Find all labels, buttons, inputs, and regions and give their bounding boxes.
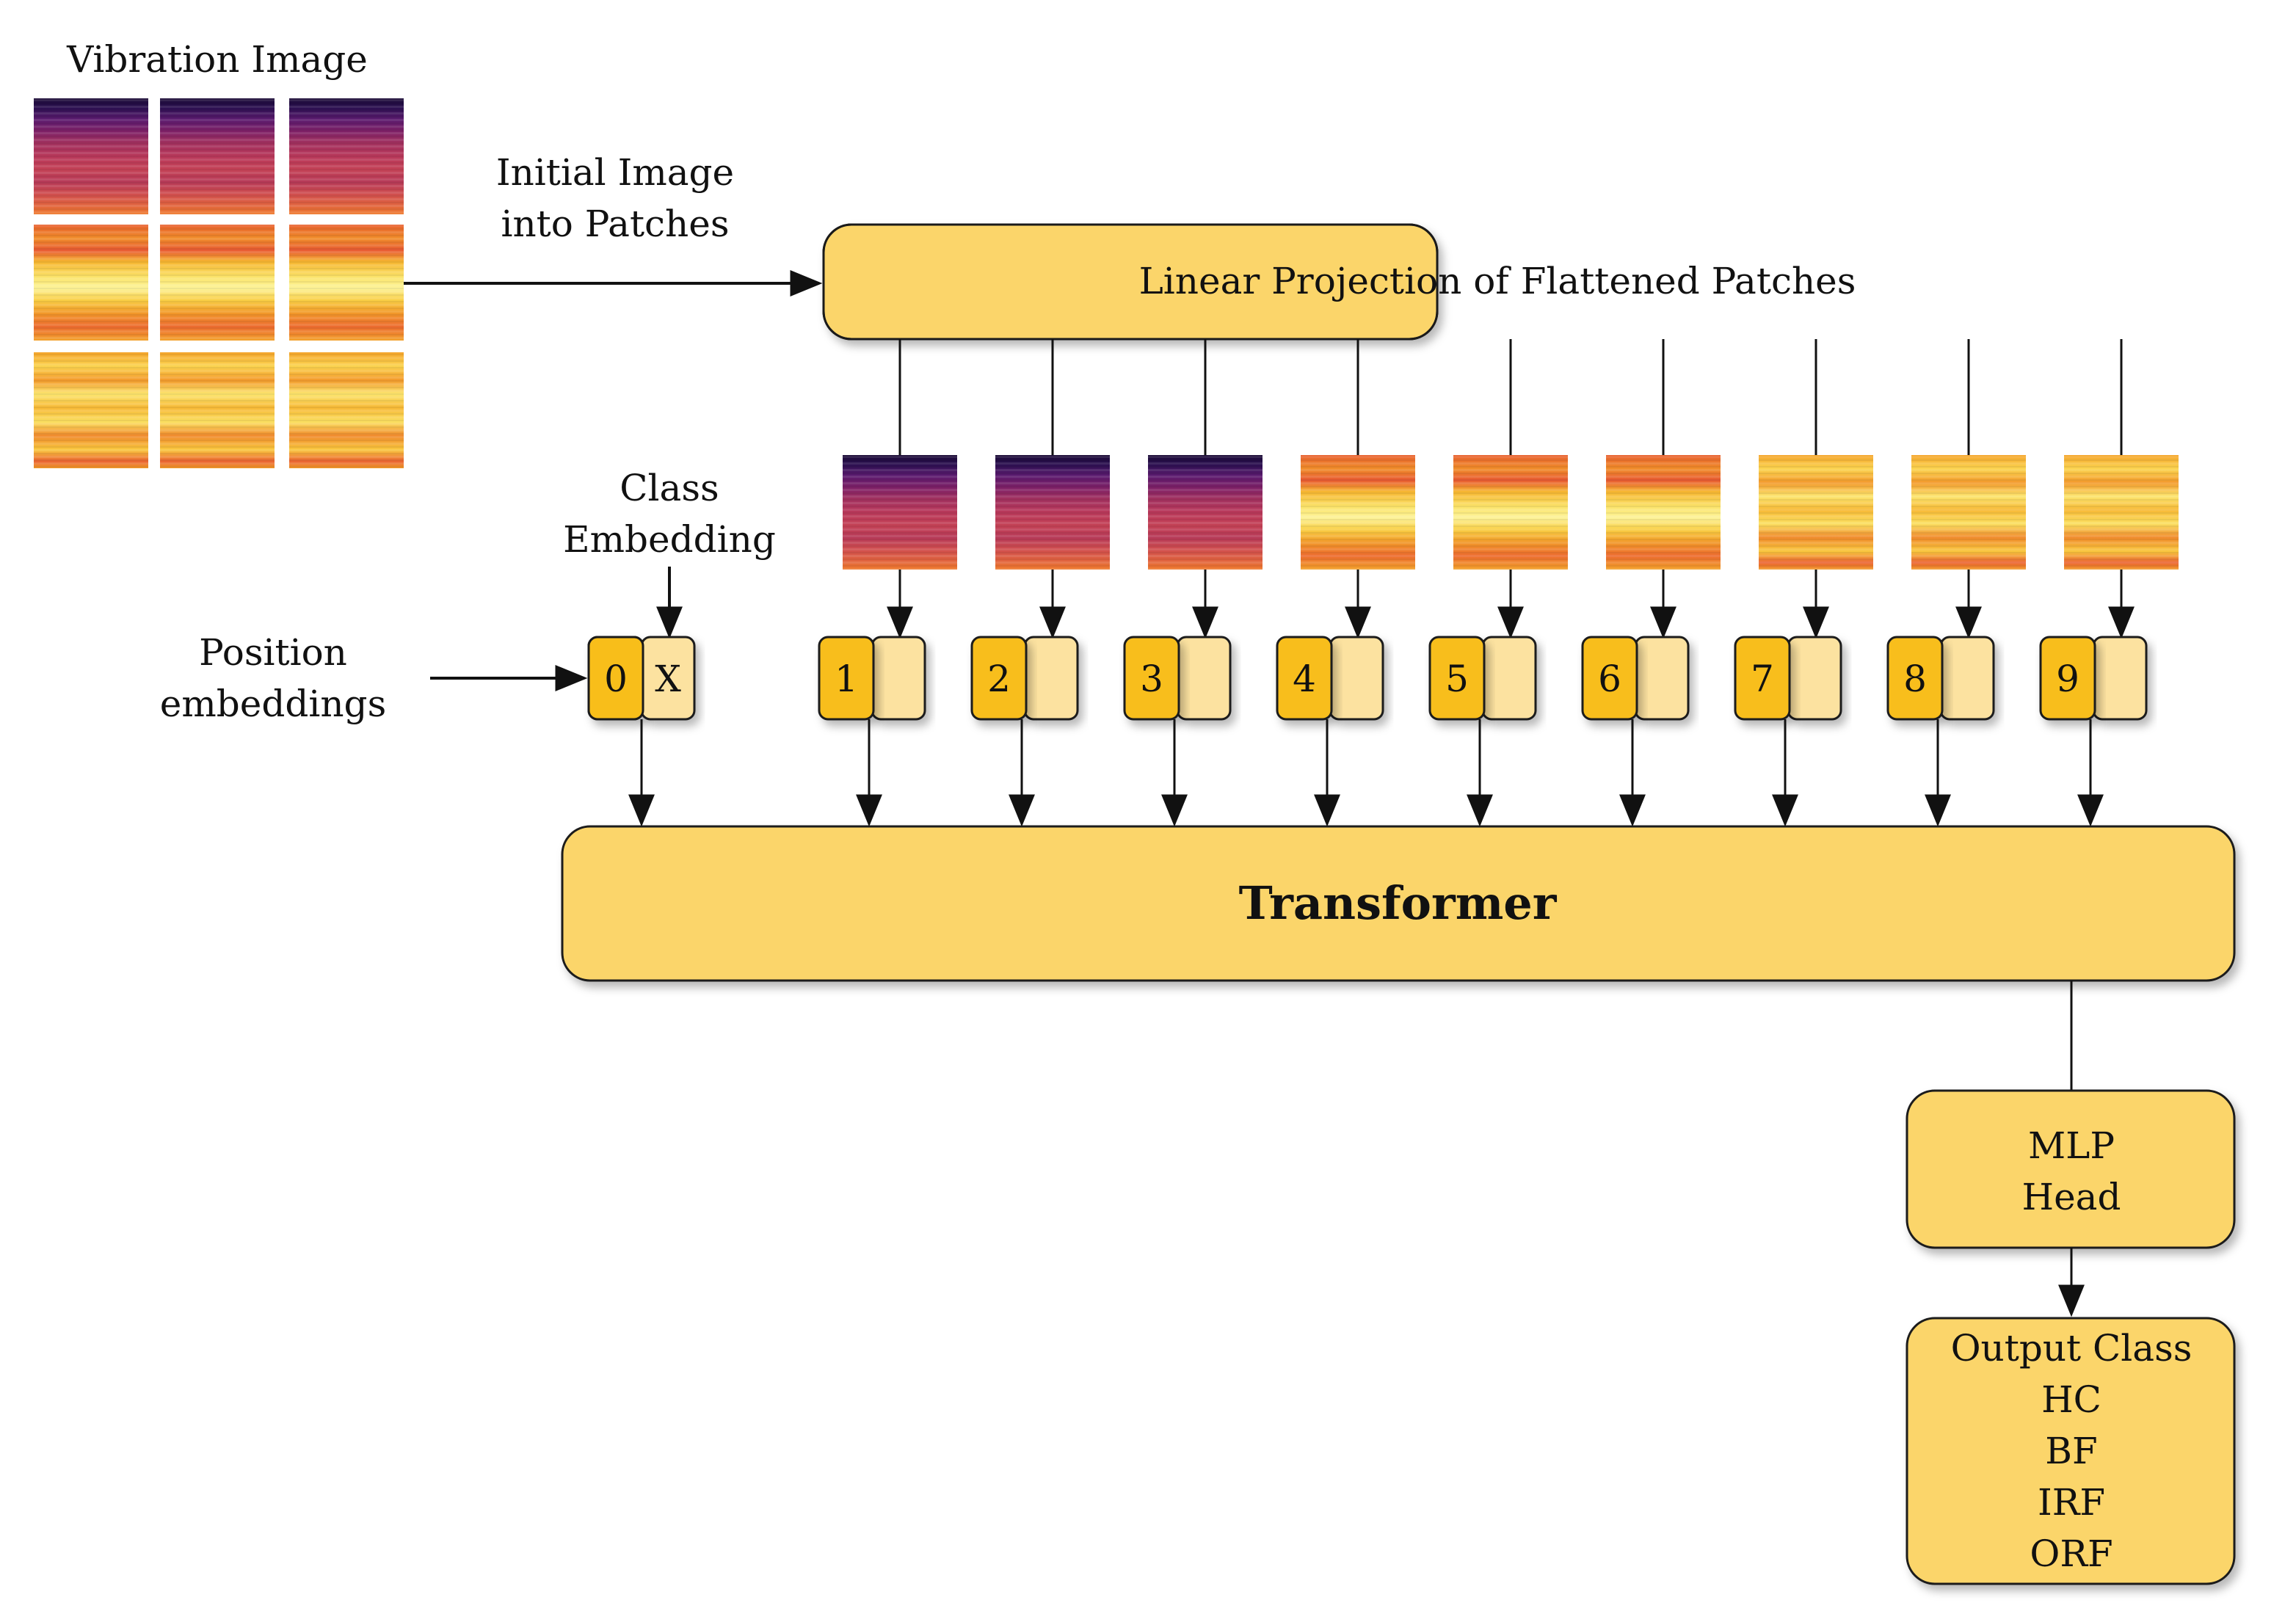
class-embedding-label-line2: Embedding [563, 518, 776, 561]
patch-thumbnail [1148, 455, 1263, 570]
class-token-index: 0 [604, 658, 628, 700]
patch-thumbnail [1453, 455, 1568, 570]
patch-token: 4 [1276, 636, 1384, 721]
mlp-head-label-line1: MLP [2028, 1124, 2115, 1167]
output-class-irf: IRF [2038, 1481, 2105, 1524]
patch-token-index: 2 [987, 658, 1011, 700]
vibration-image-patch [160, 98, 275, 214]
patch-token: 7 [1734, 636, 1842, 721]
patch-token: 9 [2039, 636, 2148, 721]
patch-thumbnail [2064, 455, 2179, 570]
patch-token-index: 5 [1445, 658, 1469, 700]
patch-token-index: 3 [1140, 658, 1163, 700]
mlp-head-label-line2: Head [2021, 1176, 2121, 1218]
transformer-box: Transformer [561, 825, 2236, 982]
patch-token: 3 [1123, 636, 1232, 721]
patch-column: 4 [1276, 339, 1415, 827]
output-class-box: Output Class HC BF IRF ORF [1906, 1317, 2236, 1585]
patch-column: 7 [1734, 339, 1873, 827]
class-token-label: X [655, 658, 681, 700]
patch-token-index: 6 [1598, 658, 1621, 700]
vibration-image-patch [34, 352, 148, 468]
patch-column: 3 [1123, 339, 1263, 827]
patch-token-index: 4 [1293, 658, 1316, 700]
patch-column: 1 [818, 339, 957, 827]
initial-image-label-line2: into Patches [501, 203, 729, 245]
linear-projection-label: Linear Projection of Flattened Patches [1139, 260, 1856, 302]
patch-token-index: 7 [1751, 658, 1774, 700]
patch-token: 8 [1886, 636, 1995, 721]
patch-thumbnail [1606, 455, 1721, 570]
patch-thumbnail [1911, 455, 2026, 570]
transformer-label: Transformer [1239, 876, 1558, 930]
initial-image-label-line1: Initial Image [496, 151, 734, 194]
vibration-image-patch [160, 225, 275, 341]
vibration-image-patch [34, 225, 148, 341]
patch-columns: 1 2 3 4 5 6 7 8 9 [818, 339, 2179, 827]
patch-thumbnail [843, 455, 957, 570]
vibration-image [34, 98, 404, 468]
vibration-image-patch [160, 352, 275, 468]
patch-token-index: 8 [1903, 658, 1927, 700]
output-class-bf: BF [2045, 1430, 2097, 1472]
output-class-hc: HC [2041, 1378, 2101, 1421]
patch-column: 5 [1428, 339, 1568, 827]
patch-token: 2 [970, 636, 1079, 721]
patch-thumbnail [995, 455, 1110, 570]
vibration-image-patch [289, 225, 404, 341]
vibration-image-label: Vibration Image [66, 38, 368, 81]
patch-token-index: 1 [835, 658, 858, 700]
position-embeddings-label-line2: embeddings [160, 683, 386, 725]
patch-token: 6 [1581, 636, 1690, 721]
mlp-head-box: MLP Head [1906, 1089, 2236, 1249]
patch-column: 8 [1886, 339, 2026, 827]
patch-column: 6 [1581, 339, 1721, 827]
position-embeddings-label-line1: Position [199, 631, 347, 674]
patch-column: 9 [2039, 339, 2179, 827]
class-token: 0 X [587, 636, 696, 721]
output-class-orf: ORF [2030, 1532, 2112, 1575]
linear-projection-box: Linear Projection of Flattened Patches [822, 223, 1856, 341]
vibration-image-patch [289, 352, 404, 468]
patch-token: 1 [818, 636, 926, 721]
vibration-image-patch [34, 98, 148, 214]
output-class-title: Output Class [1951, 1327, 2193, 1370]
vibration-image-patch [289, 98, 404, 214]
patch-token: 5 [1428, 636, 1537, 721]
class-embedding-label-line1: Class [620, 467, 719, 509]
patch-token-index: 9 [2056, 658, 2079, 700]
patch-column: 2 [970, 339, 1110, 827]
patch-thumbnail [1759, 455, 1873, 570]
patch-thumbnail [1301, 455, 1415, 570]
